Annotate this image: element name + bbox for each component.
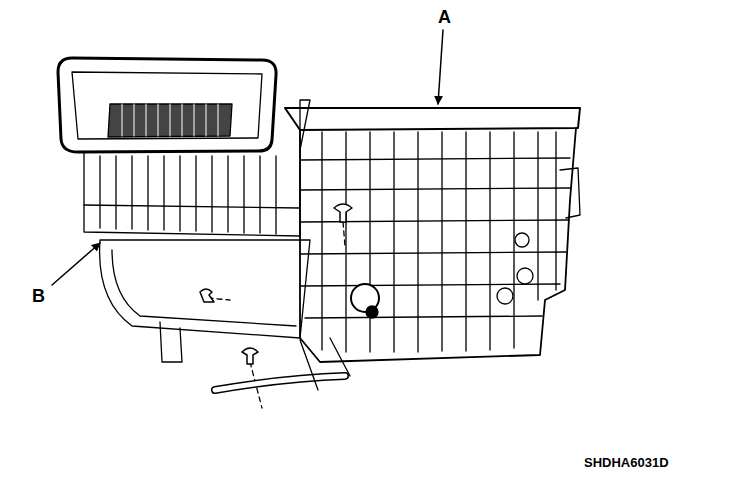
mount-foot <box>160 322 182 362</box>
housing-ribs-horizontal <box>300 158 570 318</box>
figure-code: SHDHA6031D <box>582 456 671 470</box>
louver-slats <box>122 104 218 136</box>
part-letter: B <box>30 287 47 307</box>
scroll-rib <box>112 250 296 326</box>
screw <box>242 348 258 364</box>
housing-ribs-vertical <box>322 132 556 352</box>
screw <box>334 204 352 222</box>
housing-top-flange <box>285 108 580 130</box>
hose-bracket <box>300 338 350 390</box>
part-letter: A <box>436 8 453 28</box>
housing-body <box>300 128 576 362</box>
intake-duct <box>58 58 276 152</box>
screw <box>200 289 214 302</box>
case-ribs <box>100 156 276 234</box>
fitting-nut <box>366 306 378 318</box>
intake-louver <box>108 104 232 137</box>
drain-hose <box>215 376 345 390</box>
case-seam <box>84 205 300 208</box>
unit-outline <box>52 30 580 408</box>
leader-arrow <box>52 243 100 285</box>
blower-scroll <box>100 240 310 338</box>
drain-hose-core <box>215 376 345 390</box>
screw-guide <box>208 222 345 408</box>
pipe-fitting <box>497 288 513 304</box>
blower-case <box>84 150 300 236</box>
pipe-fitting <box>517 268 533 284</box>
duct-inner-rim <box>72 72 262 139</box>
pipe-fitting <box>515 233 529 247</box>
side-bracket <box>560 168 580 218</box>
leader-arrow <box>438 30 443 104</box>
